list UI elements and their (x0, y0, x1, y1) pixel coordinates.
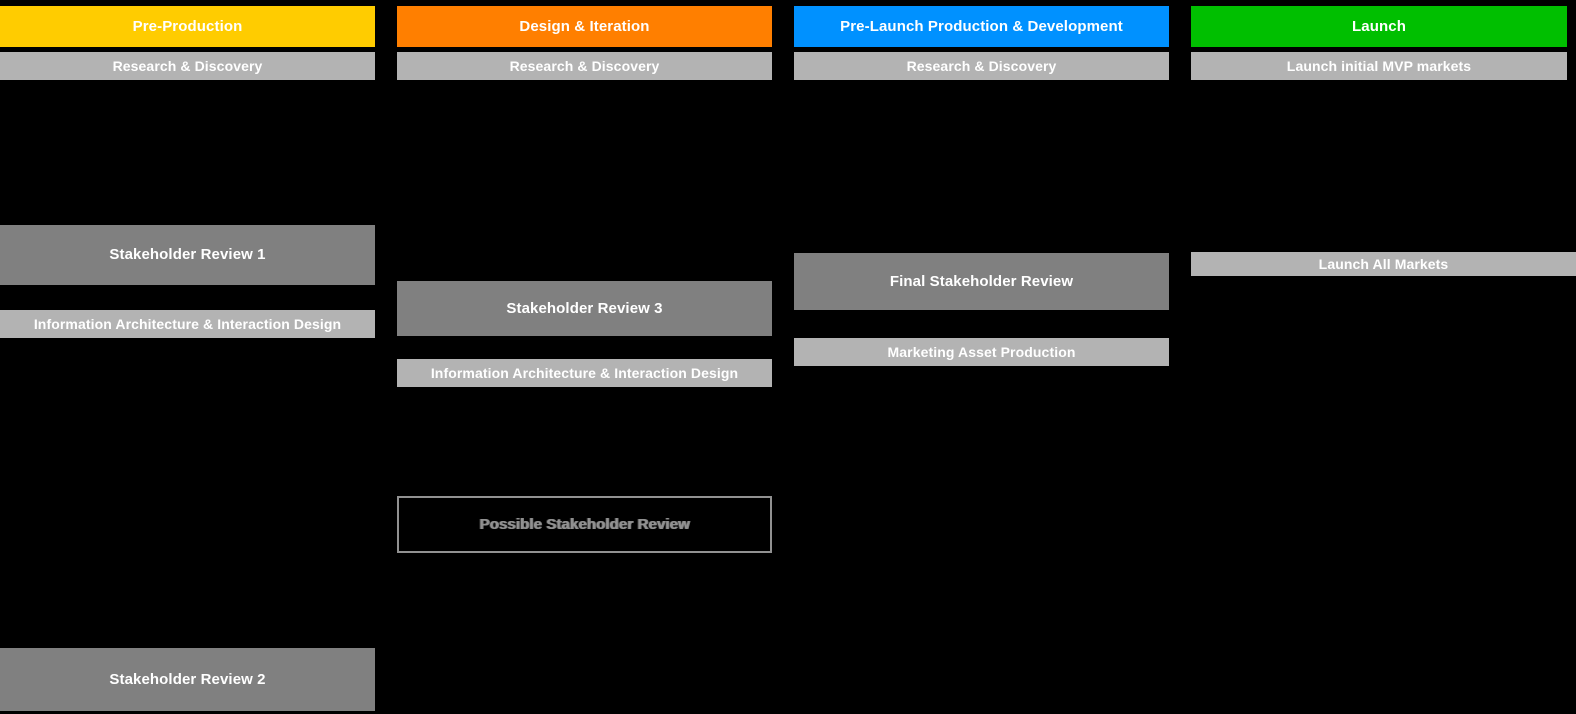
task-bar-pre-launch-production-and-development-marketing-asset-production[interactable]: Marketing Asset Production (794, 338, 1169, 366)
task-bar-pre-launch-production-and-development-final-stakeholder-review[interactable]: Final Stakeholder Review (794, 253, 1169, 310)
task-bar-pre-production-information-architecture-and-interaction-design[interactable]: Information Architecture & Interaction D… (0, 310, 375, 338)
task-bar-design-and-iteration-research-and-discovery[interactable]: Research & Discovery (397, 52, 772, 80)
phase-header-launch[interactable]: Launch (1191, 3, 1567, 47)
task-bar-launch-launch-all-markets[interactable]: Launch All Markets (1191, 252, 1576, 276)
task-bar-design-and-iteration-information-architecture-and-interaction-design[interactable]: Information Architecture & Interaction D… (397, 359, 772, 387)
task-bar-pre-production-research-and-discovery[interactable]: Research & Discovery (0, 52, 375, 80)
task-bar-pre-launch-production-and-development-research-and-discovery[interactable]: Research & Discovery (794, 52, 1169, 80)
task-bar-design-and-iteration-possible-stakeholder-review[interactable]: Possible Stakeholder Review (397, 496, 772, 553)
task-bar-design-and-iteration-stakeholder-review-3[interactable]: Stakeholder Review 3 (397, 281, 772, 336)
task-bar-pre-production-stakeholder-review-2[interactable]: Stakeholder Review 2 (0, 648, 375, 711)
task-bar-pre-production-stakeholder-review-1[interactable]: Stakeholder Review 1 (0, 225, 375, 285)
phase-header-pre-launch-production-and-development[interactable]: Pre-Launch Production & Development (794, 3, 1169, 47)
phase-header-pre-production[interactable]: Pre-Production (0, 3, 375, 47)
phase-header-design-and-iteration[interactable]: Design & Iteration (397, 3, 772, 47)
task-bar-launch-launch-initial-mvp-markets[interactable]: Launch initial MVP markets (1191, 52, 1567, 80)
